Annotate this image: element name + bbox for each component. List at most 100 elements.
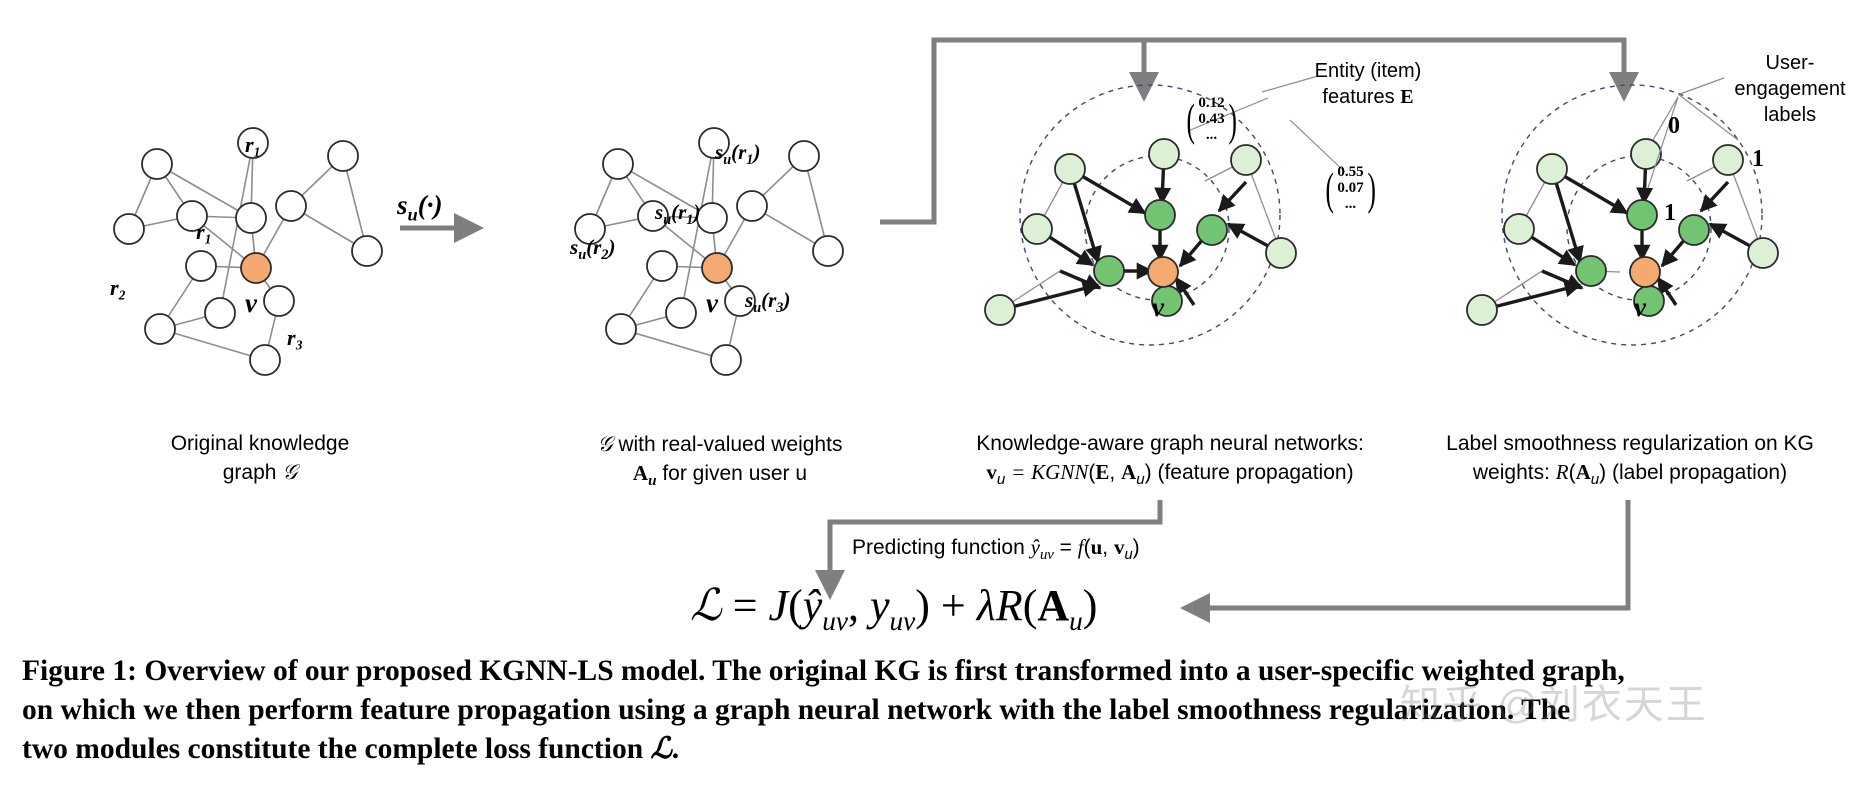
- kg-node: [275, 190, 307, 222]
- kg-center-node-v: [701, 252, 733, 284]
- panel-1-caption-line1: Original knowledge: [170, 432, 350, 455]
- kg-node: [812, 235, 844, 267]
- user-engagement-annotation: User- engagement labels: [1710, 50, 1868, 128]
- kg-node: [235, 202, 267, 234]
- panel-2-caption-line1: 𝒢 with real-valued weights: [597, 432, 843, 456]
- kg-node: [185, 250, 217, 282]
- receptive-field-outer: [1019, 84, 1281, 346]
- kgnn-node-hop1: [1196, 214, 1228, 246]
- engagement-label-1-right: 1: [1752, 146, 1764, 172]
- kg-node: [144, 313, 176, 345]
- script-G-symbol: 𝒢: [282, 460, 298, 485]
- panel1-relation-label-r3: r₃: [287, 325, 304, 350]
- user-engagement-line1: User-: [1765, 52, 1815, 74]
- feature-vector-2-v1: 0.55: [1337, 164, 1364, 180]
- panel-4-caption-line1: Label smoothness regularization on KG: [1446, 432, 1814, 455]
- matrix-A-symbol: Au: [632, 461, 657, 490]
- panel-1-caption: Original knowledge graph 𝒢: [50, 430, 470, 488]
- feature-vector-1-v3: ...: [1205, 126, 1218, 143]
- panel2-relation-label-su-r3: su(r3): [745, 288, 791, 317]
- kg-node: [698, 127, 730, 159]
- panel1-relation-label-r1-right: r₁: [245, 132, 262, 157]
- figure-caption-line3: two modules constitute the complete loss…: [22, 732, 680, 765]
- matrix-E-symbol: E: [1400, 86, 1414, 108]
- feature-vector-2-v2: 0.07: [1337, 179, 1364, 196]
- engagement-label-0: 0: [1668, 113, 1680, 139]
- kg-node: [696, 202, 728, 234]
- kgnn-node-hop1: [1144, 199, 1176, 231]
- panel-3-caption-line1: Knowledge-aware graph neural networks:: [976, 432, 1364, 455]
- kg-node: [637, 200, 669, 232]
- kg-node: [665, 297, 697, 329]
- entity-features-line2: features E: [1322, 86, 1414, 108]
- loss-formula: ℒ = J(ŷuv, yuv) + λR(Au): [690, 581, 1098, 636]
- panel2-relation-label-su-r2: su(r2): [570, 235, 616, 264]
- kg-node: [736, 190, 768, 222]
- kg-node: [263, 285, 295, 317]
- feature-vector-1-v2: 0.43: [1198, 110, 1225, 127]
- panel-2-caption-line2: Au for given user u: [632, 461, 808, 490]
- panel2-center-node-label-v: v: [706, 288, 718, 318]
- kg-center-node-v: [240, 252, 272, 284]
- feature-vector-2: ( 0.55 0.07 ... ): [1322, 162, 1379, 214]
- left-paren-icon: (: [1186, 93, 1195, 145]
- kgnn-node-hop2: [1054, 153, 1086, 185]
- flow-connector-to-kgnn: [880, 37, 1639, 225]
- panel-3-caption-line2: vu = KGNN(E, Au) (feature propagation): [986, 460, 1354, 489]
- flow-connector-kgnn-to-loss: [815, 500, 1163, 600]
- ls-node-hop2: [1747, 237, 1779, 269]
- kgnn-node-hop2: [1148, 138, 1180, 170]
- kg-node: [710, 344, 742, 376]
- predicting-function-label: Predicting function ŷuv = f(u, vu): [852, 535, 1140, 564]
- figure-caption: Figure 1: Overview of our proposed KGNN-…: [22, 652, 1852, 769]
- kg-node: [176, 200, 208, 232]
- kgnn-node-hop2: [984, 294, 1016, 326]
- panel2-relation-label-su-r1-right: su(r1): [715, 140, 761, 169]
- kg-node: [724, 285, 756, 317]
- panel-2-graph: [574, 127, 844, 376]
- kg-node: [602, 148, 634, 180]
- panel-4-caption: Label smoothness regularization on KG we…: [1400, 430, 1860, 491]
- panel-4-graph: [1466, 77, 1779, 346]
- kg-node: [351, 235, 383, 267]
- user-engagement-line3: labels: [1763, 104, 1817, 126]
- kg-node: [646, 250, 678, 282]
- left-paren-icon: (: [1325, 162, 1334, 214]
- panel1-center-node-label-v: v: [245, 288, 257, 318]
- kg-node: [327, 140, 359, 172]
- entity-features-annotation: Entity (item) features E: [1283, 58, 1453, 110]
- kg-node: [204, 297, 236, 329]
- kg-node: [237, 127, 269, 159]
- ls-node-hop2: [1712, 144, 1744, 176]
- receptive-field-outer: [1501, 84, 1763, 346]
- kgnn-node-hop2: [1021, 213, 1053, 245]
- panel3-center-node-label-v: v: [1152, 292, 1164, 322]
- transform-operator-label: su(·): [397, 190, 443, 225]
- right-paren-icon: ): [1367, 162, 1376, 214]
- user-engagement-line2: engagement: [1734, 78, 1846, 100]
- script-G-symbol: 𝒢: [597, 432, 613, 456]
- right-paren-icon: ): [1228, 93, 1237, 145]
- feature-vector-2-v3: ...: [1344, 195, 1357, 212]
- ls-node-hop2: [1466, 294, 1498, 326]
- entity-features-line1: Entity (item): [1314, 60, 1422, 82]
- kgnn-node-hop2: [1230, 144, 1262, 176]
- panel-3-graph: [984, 75, 1346, 346]
- kg-node: [788, 140, 820, 172]
- panel-2-caption: 𝒢 with real-valued weights Au for given …: [495, 430, 945, 492]
- script-L-symbol: ℒ: [650, 732, 672, 765]
- ls-node-hop2: [1630, 138, 1662, 170]
- feature-vector-1: ( 0.12 0.43 ... ): [1183, 93, 1240, 145]
- ls-node-hop1: [1626, 199, 1658, 231]
- panel1-relation-label-r1-center: r₁: [196, 219, 213, 244]
- panel4-center-node-label-v: v: [1634, 292, 1646, 322]
- panel-1-caption-line2: graph 𝒢: [222, 460, 298, 485]
- panel1-relation-label-r2: r₂: [110, 275, 127, 300]
- kgnn-node-hop1: [1093, 255, 1125, 287]
- ls-node-hop2: [1536, 153, 1568, 185]
- feature-vector-1-v1: 0.12: [1198, 95, 1225, 111]
- ls-center-node-v: [1629, 256, 1661, 288]
- panel-1-graph: [113, 127, 383, 376]
